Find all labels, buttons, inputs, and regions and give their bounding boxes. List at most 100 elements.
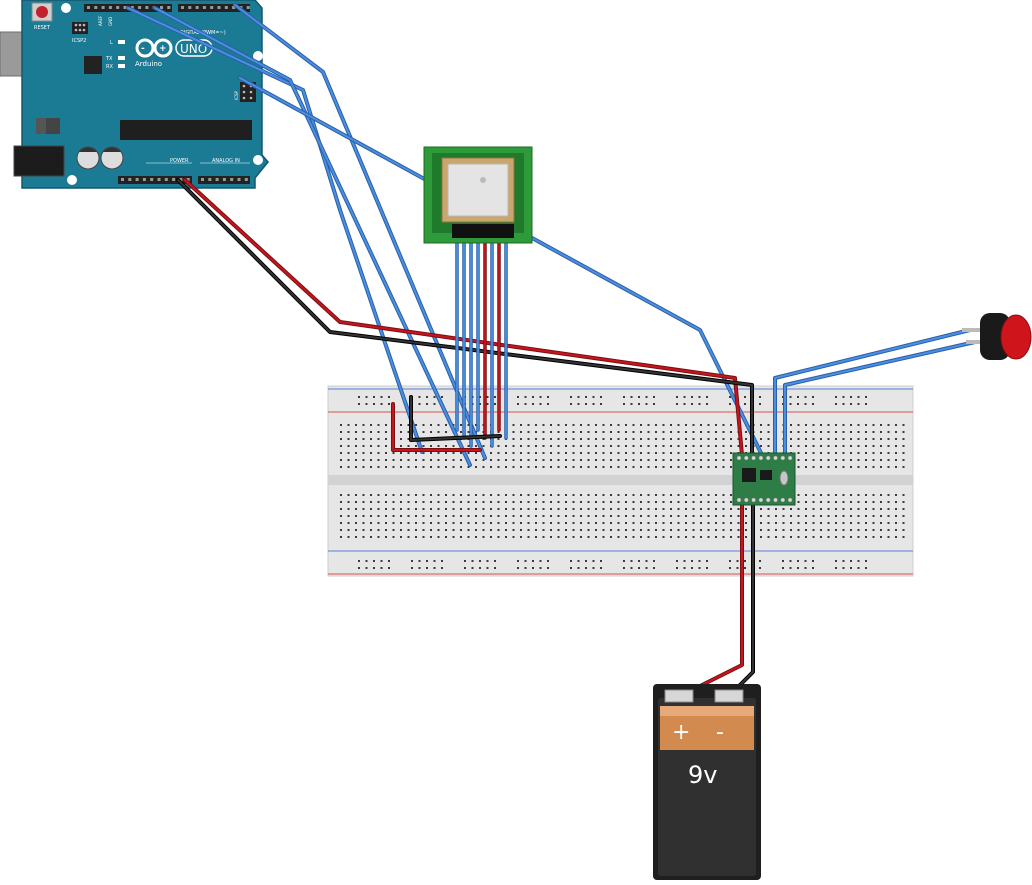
- breadboard-hole: [430, 522, 432, 524]
- breadboard-hole: [486, 396, 489, 398]
- breadboard-hole: [715, 438, 717, 440]
- breadboard-hole: [587, 438, 590, 440]
- breadboard-hole: [632, 515, 635, 517]
- breadboard-hole: [572, 522, 575, 524]
- breadboard-hole: [565, 501, 567, 503]
- breadboard-hole: [482, 515, 485, 517]
- breadboard-hole: [632, 424, 635, 426]
- breadboard-hole: [542, 452, 545, 454]
- breadboard-hole: [460, 466, 462, 468]
- breadboard-hole: [475, 508, 477, 510]
- breadboard-hole: [670, 536, 672, 538]
- breadboard-hole: [887, 536, 890, 538]
- breadboard-hole: [662, 501, 665, 503]
- breadboard-hole: [422, 536, 425, 538]
- breadboard-hole: [340, 536, 342, 538]
- breadboard-hole: [706, 403, 708, 405]
- breadboard-hole: [632, 522, 635, 524]
- breadboard-hole: [640, 466, 642, 468]
- breadboard-hole: [647, 452, 650, 454]
- breadboard-hole: [550, 515, 552, 517]
- breadboard-hole: [550, 522, 552, 524]
- breadboard-hole: [550, 438, 552, 440]
- breadboard-hole: [517, 567, 519, 569]
- breadboard-hole: [670, 438, 672, 440]
- breadboard-hole: [865, 466, 867, 468]
- breadboard-hole: [542, 536, 545, 538]
- breadboard-hole: [745, 431, 747, 433]
- breadboard-hole: [645, 560, 648, 562]
- breadboard-hole: [729, 403, 731, 405]
- breadboard-hole: [759, 567, 761, 569]
- breadboard-hole: [407, 501, 410, 503]
- breadboard-hole: [347, 424, 350, 426]
- breadboard-hole: [865, 508, 867, 510]
- breadboard-hole: [865, 536, 867, 538]
- breadboard-hole: [370, 438, 372, 440]
- breadboard-hole: [542, 424, 545, 426]
- breadboard-hole: [647, 501, 650, 503]
- breadboard-hole: [902, 431, 905, 433]
- breadboard-hole: [505, 452, 507, 454]
- header-pin: [237, 178, 241, 181]
- breadboard-hole: [595, 494, 597, 496]
- breadboard-hole: [407, 508, 410, 510]
- breadboard-hole: [797, 452, 800, 454]
- breadboard-hole: [790, 431, 792, 433]
- breadboard-hole: [683, 396, 686, 398]
- breadboard-hole: [805, 466, 807, 468]
- breadboard-hole: [475, 522, 477, 524]
- breadboard-hole: [580, 424, 582, 426]
- breadboard-hole: [527, 431, 530, 433]
- breadboard-hole: [422, 431, 425, 433]
- breadboard-hole: [467, 508, 470, 510]
- breadboard-hole: [595, 501, 597, 503]
- breadboard-hole: [677, 501, 680, 503]
- breadboard-hole: [827, 536, 830, 538]
- breadboard-hole: [640, 431, 642, 433]
- breadboard-hole: [426, 396, 428, 398]
- breadboard-hole: [820, 536, 822, 538]
- breadboard-hole: [400, 536, 402, 538]
- breadboard-hole: [610, 431, 612, 433]
- breadboard-hole: [572, 438, 575, 440]
- breadboard-hole: [512, 515, 515, 517]
- breadboard-hole: [677, 494, 680, 496]
- breadboard-hole: [370, 508, 372, 510]
- breadboard-hole: [452, 445, 455, 447]
- breadboard-hole: [730, 522, 732, 524]
- breadboard-hole: [565, 431, 567, 433]
- breadboard-hole: [565, 529, 567, 531]
- breadboard-hole: [415, 536, 417, 538]
- breadboard-hole: [407, 438, 410, 440]
- header-pin: [123, 6, 127, 9]
- breadboard-hole: [347, 431, 350, 433]
- breadboard-hole: [482, 501, 485, 503]
- breadboard-hole: [760, 522, 762, 524]
- header-pin: [210, 6, 214, 9]
- breadboard-hole: [812, 445, 815, 447]
- module-pin: [765, 455, 771, 461]
- wire-blue-arduino-2-core: [154, 7, 471, 466]
- breadboard-hole: [902, 424, 905, 426]
- breadboard-hole: [400, 438, 402, 440]
- breadboard-hole: [595, 431, 597, 433]
- breadboard-hole: [400, 424, 402, 426]
- breadboard-hole: [685, 501, 687, 503]
- breadboard-hole: [880, 494, 882, 496]
- header-pin: [167, 6, 171, 9]
- breadboard-hole: [857, 459, 860, 461]
- breadboard-hole: [790, 438, 792, 440]
- breadboard-hole: [610, 529, 612, 531]
- breadboard-hole: [782, 567, 784, 569]
- breadboard-hole: [722, 501, 725, 503]
- breadboard-hole: [647, 466, 650, 468]
- push-button-cap: [1000, 314, 1032, 360]
- breadboard-hole: [653, 560, 655, 562]
- breadboard-hole: [512, 501, 515, 503]
- breadboard-hole: [872, 515, 875, 517]
- breadboard-hole: [380, 403, 383, 405]
- breadboard-hole: [722, 452, 725, 454]
- breadboard-hole: [812, 466, 815, 468]
- breadboard-hole: [842, 403, 845, 405]
